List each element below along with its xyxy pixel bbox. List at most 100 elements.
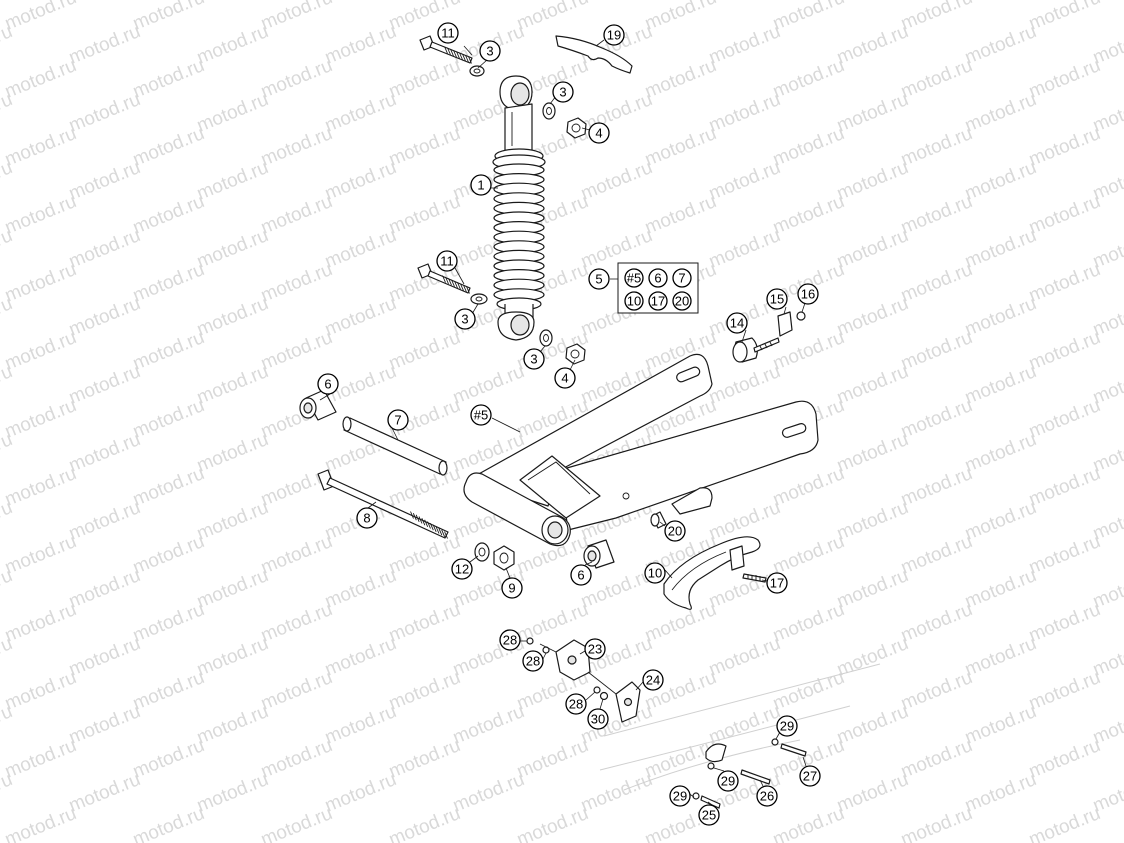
callout-circle xyxy=(470,174,492,196)
callout-c9: 9 xyxy=(501,577,523,599)
watermark-text: motod.ru xyxy=(2,599,79,647)
watermark-text: motod.ru xyxy=(130,327,207,375)
callout-label: 8 xyxy=(363,511,370,526)
callout-label: 3 xyxy=(486,44,493,59)
watermark-text: motod.ru xyxy=(642,55,719,103)
callout-circle xyxy=(436,250,458,272)
watermark-text: motod.ru xyxy=(130,599,207,647)
watermark-text: motod.ru xyxy=(386,191,463,239)
watermark-text: motod.ru xyxy=(962,565,1039,613)
callout-circle xyxy=(570,564,592,586)
kit-item-label: 10 xyxy=(627,294,641,309)
callout-label: 3 xyxy=(461,312,468,327)
watermark-text: motod.ru xyxy=(0,837,15,843)
watermark-text: motod.ru xyxy=(1026,259,1103,307)
callout-c11a: 11 xyxy=(437,22,459,44)
watermark-text: motod.ru xyxy=(706,225,783,273)
watermark-text: motod.ru xyxy=(386,803,463,843)
watermark-text: motod.ru xyxy=(962,293,1039,341)
callout-label: 15 xyxy=(770,292,784,307)
callout-label: 10 xyxy=(648,566,662,581)
callout-label: 9 xyxy=(508,581,515,596)
bolt-lower xyxy=(417,263,471,294)
watermark-text: motod.ru xyxy=(66,157,143,205)
watermark-text: motod.ru xyxy=(578,157,655,205)
callout-circle xyxy=(552,81,574,103)
nut-pivot xyxy=(493,545,515,571)
callout-label: 20 xyxy=(668,524,682,539)
washer-upper-right xyxy=(542,102,556,120)
watermark-text: motod.ru xyxy=(834,361,911,409)
callout-label: 16 xyxy=(801,287,815,302)
callout-c14: 14 xyxy=(726,312,748,334)
watermark-text: motod.ru xyxy=(898,463,975,511)
watermark-text: motod.ru xyxy=(66,225,143,273)
watermark-text: motod.ru xyxy=(834,497,911,545)
watermark-text: motod.ru xyxy=(130,191,207,239)
watermark-text: motod.ru xyxy=(2,191,79,239)
kit-item-circle xyxy=(648,291,668,311)
watermark-text: motod.ru xyxy=(642,191,719,239)
watermark-text: motod.ru xyxy=(130,803,207,843)
callout-c28b: 28 xyxy=(522,650,544,672)
watermark-text: motod.ru xyxy=(450,701,527,749)
watermark-text: motod.ru xyxy=(130,667,207,715)
kit-item-label: 7 xyxy=(678,271,685,286)
watermark-text: motod.ru xyxy=(1026,191,1103,239)
watermark-text: motod.ru xyxy=(258,0,335,35)
watermark-text: motod.ru xyxy=(450,361,527,409)
callout-c3d: 3 xyxy=(523,348,545,370)
kit-item-label: 17 xyxy=(651,294,665,309)
callout-circle xyxy=(664,520,686,542)
watermark-text: motod.ru xyxy=(962,633,1039,681)
watermark-text: motod.ru xyxy=(1026,599,1103,647)
watermark-text: motod.ru xyxy=(706,21,783,69)
watermark-text: motod.ru xyxy=(2,123,79,171)
watermark-text: motod.ru xyxy=(962,21,1039,69)
callout-circle xyxy=(554,367,576,389)
watermark-text: motod.ru xyxy=(770,55,847,103)
watermark-text: motod.ru xyxy=(66,837,143,843)
watermark-text: motod.ru xyxy=(258,191,335,239)
callout-circle xyxy=(698,804,720,826)
callout-c30: 30 xyxy=(587,708,609,730)
bushing-right xyxy=(583,539,615,569)
watermark-text: motod.ru xyxy=(962,361,1039,409)
watermark-text: motod.ru xyxy=(962,225,1039,273)
watermark-text: motod.ru xyxy=(962,89,1039,137)
slider-bolt xyxy=(742,573,767,583)
callout-circle xyxy=(437,22,459,44)
watermark-text: motod.ru xyxy=(898,599,975,647)
callout-label: 29 xyxy=(721,774,735,789)
callout-circle xyxy=(523,348,545,370)
watermark-text: motod.ru xyxy=(1026,0,1103,35)
callout-c4b: 4 xyxy=(554,367,576,389)
watermark-text: motod.ru xyxy=(2,803,79,843)
callout-circle xyxy=(565,693,587,715)
callout-c17: 17 xyxy=(766,572,788,594)
watermark-text: motod.ru xyxy=(706,157,783,205)
callout-circle xyxy=(797,283,819,305)
watermark-text: motod.ru xyxy=(898,667,975,715)
watermark-text: motod.ru xyxy=(194,701,271,749)
callout-label: 11 xyxy=(440,254,454,269)
washer-30 xyxy=(599,691,609,701)
callout-c29c: 29 xyxy=(669,785,691,807)
watermark-text: motod.ru xyxy=(514,0,591,35)
callout-circle xyxy=(603,24,625,46)
watermark-text: motod.ru xyxy=(770,803,847,843)
callout-c27: 27 xyxy=(799,765,821,787)
watermark-text: motod.ru xyxy=(130,531,207,579)
watermark-text: motod.ru xyxy=(514,735,591,783)
callout-label: 17 xyxy=(770,576,784,591)
callout-label: 23 xyxy=(588,642,602,657)
washer-28a xyxy=(526,637,534,645)
callout-c5: 5 xyxy=(588,268,610,290)
pivot-shaft xyxy=(317,469,449,539)
watermark-text: motod.ru xyxy=(66,361,143,409)
watermark-text: motod.ru xyxy=(66,633,143,681)
callout-c29a: 29 xyxy=(776,715,798,737)
watermark-text: motod.ru xyxy=(322,837,399,843)
